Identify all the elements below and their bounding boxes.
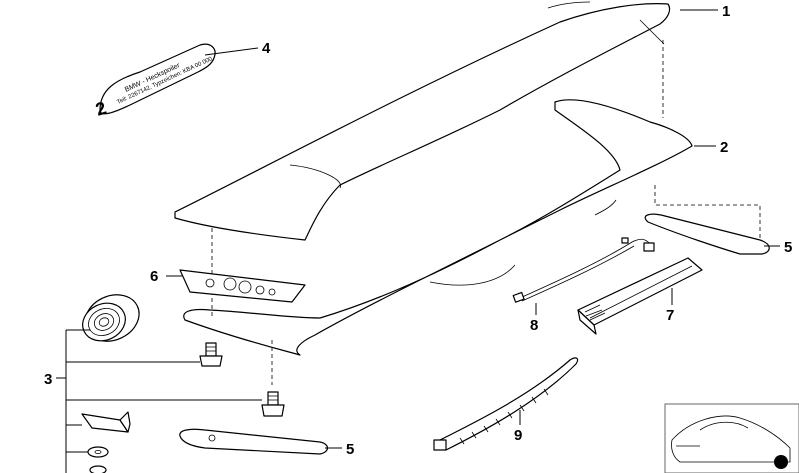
callout-7: 7	[666, 307, 674, 324]
washer-2[interactable]	[89, 465, 107, 473]
callout-1: 1	[722, 3, 730, 20]
wiring-harness[interactable]	[512, 237, 655, 303]
brake-light[interactable]	[577, 257, 703, 335]
label-plate[interactable]: 2 BMW - Heckspoiler Teil: 2267142, Typze…	[93, 43, 216, 120]
callout-2: 2	[720, 139, 728, 156]
leader-lines	[166, 9, 780, 449]
callout-4: 4	[262, 40, 271, 57]
sealing-strip-right[interactable]	[644, 213, 770, 255]
sealing-strip-bottom[interactable]	[179, 428, 329, 455]
callout-3: 3	[44, 371, 52, 388]
group-bracket-3	[56, 329, 262, 473]
callout-5-bottom: 5	[346, 441, 354, 458]
upper-spoiler[interactable]	[174, 1, 671, 241]
gasket-strip[interactable]	[179, 269, 306, 303]
car-thumbnail	[664, 403, 799, 473]
lower-spoiler[interactable]	[183, 99, 693, 356]
tape-roll[interactable]	[76, 286, 146, 350]
screw-1[interactable]	[199, 342, 223, 367]
washer[interactable]	[87, 446, 109, 458]
mounting-clip[interactable]	[81, 411, 131, 433]
callout-8: 8	[530, 317, 538, 334]
callout-6: 6	[150, 268, 158, 285]
cable-tie[interactable]	[433, 357, 579, 451]
callout-5-right: 5	[784, 239, 792, 256]
alignment-lines	[211, 40, 761, 385]
screw-2[interactable]	[261, 391, 285, 417]
callout-9: 9	[514, 427, 522, 444]
